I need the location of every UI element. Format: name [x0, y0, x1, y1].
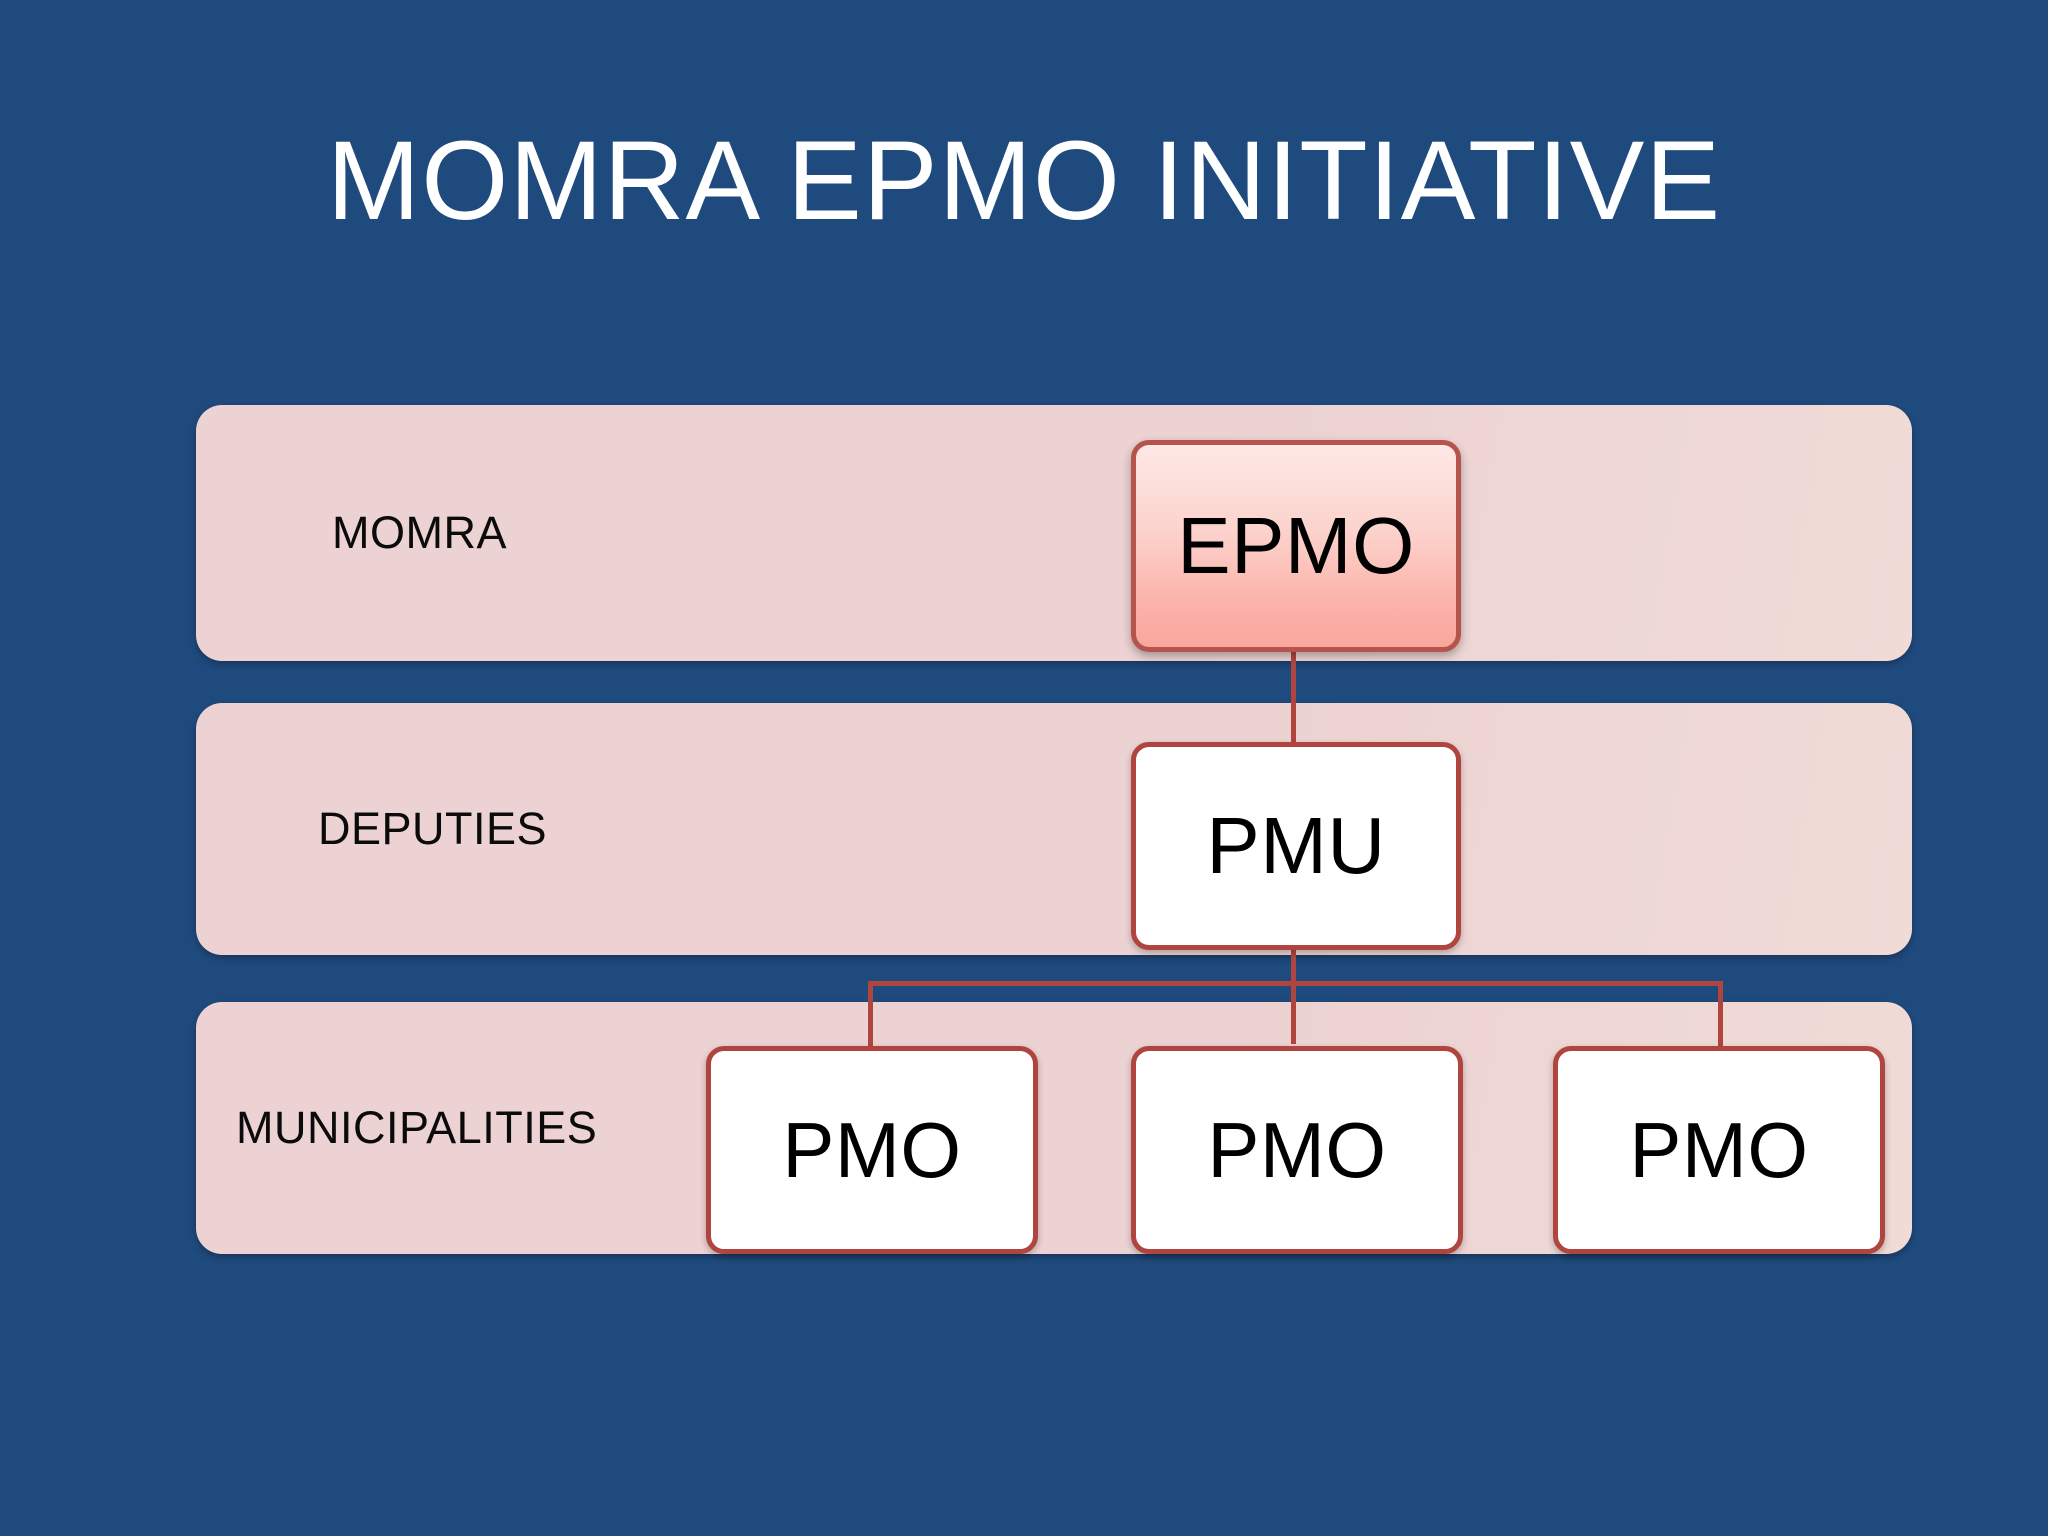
- band-label-deputies: DEPUTIES: [318, 803, 548, 854]
- connector-bus-to-pmo-3: [1718, 981, 1723, 1056]
- page-title: MOMRA EPMO INITIATIVE: [326, 118, 1722, 243]
- node-pmu[interactable]: PMU: [1131, 742, 1461, 950]
- connector-epmo-to-pmu: [1291, 648, 1296, 752]
- connector-pmu-to-bus: [1291, 946, 1296, 1044]
- connector-horizontal-bus: [868, 981, 1723, 986]
- node-pmo-2[interactable]: PMO: [1131, 1046, 1463, 1254]
- node-pmo-1[interactable]: PMO: [706, 1046, 1038, 1254]
- swimlane-band-deputies: DEPUTIES: [196, 703, 1912, 955]
- band-label-momra: MOMRA: [332, 507, 507, 558]
- connector-bus-to-pmo-1: [868, 981, 873, 1056]
- node-epmo[interactable]: EPMO: [1131, 440, 1461, 652]
- node-pmo-3[interactable]: PMO: [1553, 1046, 1885, 1254]
- swimlane-band-momra: MOMRA: [196, 405, 1912, 661]
- band-label-municipalities: MUNICIPALITIES: [236, 1102, 598, 1153]
